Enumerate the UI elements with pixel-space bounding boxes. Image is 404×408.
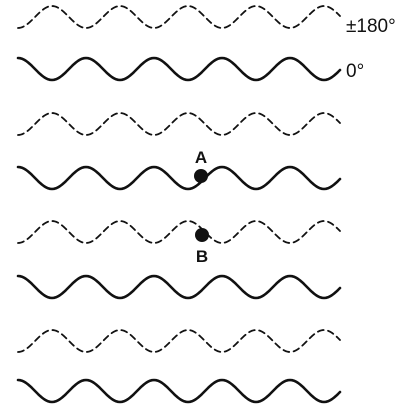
point-a-label: A: [195, 148, 207, 167]
point-a-dot: [194, 169, 208, 183]
wave-dashed-4: [17, 329, 341, 353]
wave-dashed-3: [17, 220, 341, 244]
wave-solid-1: [16, 56, 342, 82]
wave-solid-3: [16, 274, 342, 300]
wave-solid-2: [16, 165, 342, 191]
wave-solid-4: [16, 378, 342, 404]
point-b-dot: [195, 228, 209, 242]
wave-dashed-1: [17, 5, 341, 29]
phase-label-0: 0°: [346, 61, 364, 82]
phase-label-180: ±180°: [346, 16, 396, 37]
point-b-label: B: [196, 247, 208, 266]
wave-dashed-2: [17, 112, 341, 136]
